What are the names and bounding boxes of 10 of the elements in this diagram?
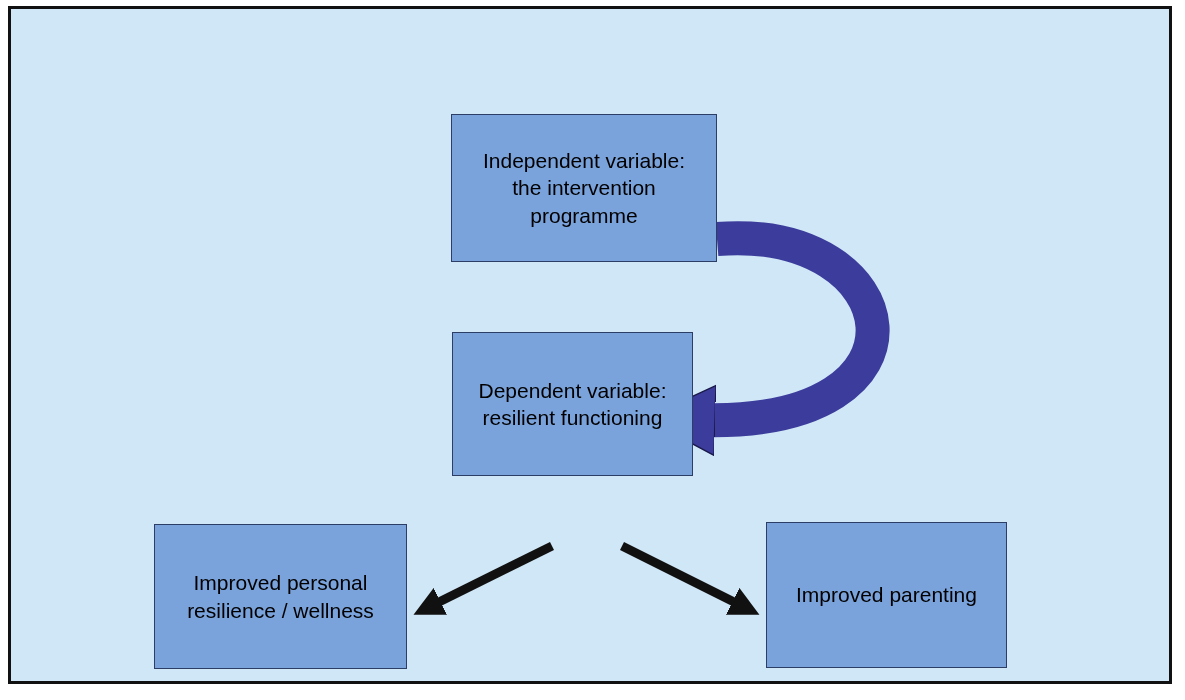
text-box <box>766 522 1007 668</box>
arrow <box>620 541 760 615</box>
box-label: Improved personal resilience / wellness <box>186 570 375 624</box>
text-box <box>451 114 717 262</box>
box-label: Improved parenting <box>796 582 977 609</box>
text-box <box>154 524 407 669</box>
arrow <box>413 541 554 615</box>
box-label: Dependent variable: resilient functioning <box>477 377 668 431</box>
text-box <box>452 332 693 476</box>
box-label: Independent variable: the intervention programme <box>482 148 686 229</box>
